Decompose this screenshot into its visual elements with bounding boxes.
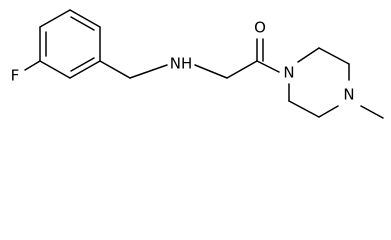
ring-bond-4 (39, 60, 71, 79)
oxygen-label: O (254, 19, 266, 37)
ring-to-ch2-bond (99, 60, 131, 79)
pip-bond-4 (318, 105, 339, 118)
amine-label: NH (170, 55, 193, 73)
fluorine-label: F (11, 67, 20, 85)
pip-bond-1 (297, 47, 320, 63)
piperazine-ring (288, 47, 350, 118)
n-methyl-bond (360, 105, 384, 119)
ring-double-bond-2 (70, 57, 95, 72)
pip-bond-5 (288, 100, 320, 118)
pip-bond-2 (318, 47, 350, 65)
piperazine-n4-label: N (343, 86, 354, 104)
ring-bond-3 (69, 60, 101, 79)
ring-bond-1 (69, 9, 101, 28)
ring-double-bond-1 (70, 16, 95, 31)
piperazine-n1-label: N (283, 64, 294, 82)
ch2-to-carbonyl-bond (226, 60, 258, 79)
carbonyl-to-n-bond (256, 60, 280, 73)
molecule-structure: F NH O N N (11, 9, 384, 119)
cf-bond (24, 60, 41, 71)
ch2-to-nh-bond (129, 64, 168, 79)
nh-to-ch2-bond (194, 64, 228, 79)
ring-bond-6 (39, 9, 71, 28)
benzene-ring (39, 9, 101, 79)
